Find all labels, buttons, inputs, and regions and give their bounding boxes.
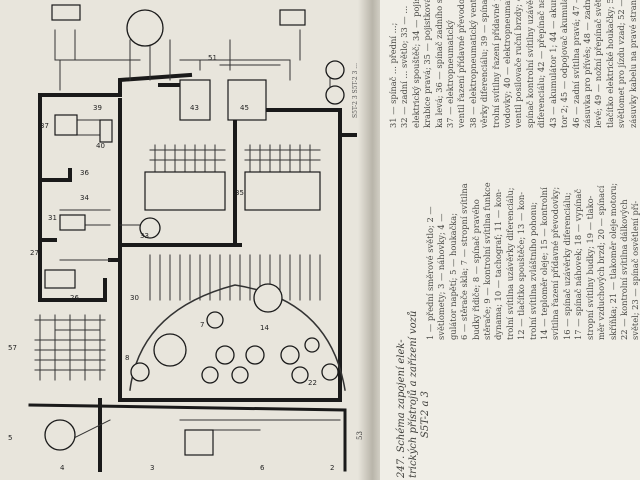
legend-line: elektrický spouštěč; 34 — pojistková — [410, 0, 421, 128]
legend-line: budky řidiče; 8 — spínač pravého — [470, 199, 481, 340]
svg-text:43: 43 — [190, 104, 199, 112]
svg-text:45: 45 — [240, 104, 249, 112]
legend-line: měr vzduchových brzd; 20 — spínací — [596, 185, 607, 340]
legend-line: 31 — spínač ... přední ...; — [388, 22, 398, 128]
svg-text:33: 33 — [140, 232, 149, 240]
right-page — [380, 0, 640, 480]
legend-line: trolní svítilna zvláštního pohonu; — [527, 201, 538, 340]
svg-text:36: 36 — [80, 169, 89, 177]
legend-line: 1 — přední směrové světlo; 2 — — [425, 206, 435, 340]
svg-text:4: 4 — [60, 464, 65, 472]
caption-line: 247. Schéma zapojení elek- — [396, 339, 407, 478]
legend-line: tlačítko elektrické houkačky; 51 — — [604, 0, 615, 128]
legend-line: dynama; 10 — tachograf; 11 — kon- — [493, 189, 504, 340]
svg-text:31: 31 — [48, 214, 57, 222]
legend-line: 37 — elektropneumatický — [445, 20, 456, 128]
fuse-box-left — [144, 171, 226, 211]
legend-line: stropní svítilny budky; 19 — tlako- — [584, 195, 595, 340]
dynamo — [126, 9, 164, 47]
svg-text:57: 57 — [8, 344, 17, 352]
legend-line: skříňka; 21 — tlakoměr oleje motoru; — [607, 182, 618, 340]
legend-line: světel; 23 — spínač osvětlení pří- — [630, 200, 640, 340]
legend-column-1: 1 — přední směrové světlo; 2 —světlomety… — [425, 180, 640, 340]
svg-text:27: 27 — [30, 249, 39, 257]
legend-line: 17 — spínač náhovek; 18 — vypínač — [573, 188, 584, 340]
legend-line: 32 — zadní ... světlo; 33 — ... — [399, 5, 410, 128]
svg-text:2: 2 — [330, 464, 334, 472]
svg-text:30: 30 — [130, 294, 139, 302]
svg-text:3: 3 — [150, 464, 154, 472]
svg-text:7: 7 — [200, 321, 204, 329]
legend-line: trolní svítilna uzávěrky diferenciálu; — [504, 187, 515, 340]
book-gutter — [358, 0, 382, 480]
svg-text:5: 5 — [8, 434, 12, 442]
main-harness — [38, 72, 357, 472]
legend-line: 14 — teploměr oleje; 15 — kontrolní — [539, 187, 550, 340]
legend-line: svítilna řazení přídavné převodovky; — [550, 186, 561, 340]
svg-text:14: 14 — [260, 324, 269, 332]
svg-text:39: 39 — [93, 104, 102, 112]
legend-line: ventil řazení přídavné převodovky; — [456, 0, 467, 128]
page-number: 53 — [356, 431, 364, 440]
svg-text:37: 37 — [40, 122, 49, 130]
legend-line: ventil posilovače ruční brzdy; 41 — — [513, 0, 524, 128]
legend-line: vodovky; 40 — elektropneumatický — [502, 0, 513, 128]
legend-line: zásuvka pro přívěs; 48 — zadní světlo — [581, 0, 592, 128]
legend-column-2: 31 — spínač ... přední ...;32 — zadní ..… — [388, 0, 640, 128]
legend-line: gulátor napětí; 5 — houkačka; — [447, 212, 458, 340]
svg-text:26: 26 — [70, 294, 79, 302]
svg-text:8: 8 — [125, 354, 129, 362]
svg-text:22: 22 — [308, 379, 317, 387]
legend-line: 12 — tlačítko spouštěče; 13 — kon- — [516, 191, 527, 340]
svg-text:51: 51 — [208, 54, 217, 62]
diagram-side-label: S5T-2 3 S5T-2 3 ... — [352, 63, 359, 118]
legend-line: 46 — zadní svítilna pravá; 47 — — [570, 0, 581, 128]
legend-line: věrky diferenciálu; 39 — spínač kon- — [479, 0, 490, 128]
legend-line: spínač kontrolní svítilny uzávěrky — [524, 0, 535, 128]
legend-line: trolní svítilny řazení přídavné pře- — [490, 0, 501, 128]
caption-line: trických přístrojů a zařízení vozů — [408, 310, 419, 478]
svg-text:34: 34 — [80, 194, 89, 202]
legend-line: 22 — kontrolní svítilna dálkových — [618, 199, 629, 340]
legend-line: světlomet pro jízdu vzad; 52 — spojky — [616, 0, 627, 128]
legend-line: diferenciálu; 42 — přepínač napětí; — [536, 0, 547, 128]
svg-text:35: 35 — [235, 189, 244, 197]
legend-line: 43 — akumulátor 1; 44 — akumulá- — [547, 0, 558, 128]
fuse-box-right — [244, 171, 321, 211]
svg-text:40: 40 — [96, 142, 105, 150]
legend-line: krabice pravá; 35 — pojistková skříň- — [422, 0, 433, 128]
legend-line: 16 — spínač uzávěrky diferenciálu; — [561, 192, 572, 340]
legend-line: levé; 49 — nožní přepínač světel; 50 — — [593, 0, 604, 128]
legend-line: světlomety; 3 — náhovky; 4 — — [436, 213, 447, 340]
legend-line: 38 — elektropneumatický ventil uzá- — [467, 0, 478, 128]
frame-line — [28, 403, 347, 472]
legend-line: 6 — stěrače skla; 7 — stropní svítilna — [459, 183, 470, 340]
legend-line: zásuvky kabelu na pravé straně — [627, 0, 638, 128]
legend-line: ka levá; 36 — spínač zadního světla; — [433, 0, 444, 128]
legend-line: stěrače; 9 — kontrolní svítilna funkce — [482, 182, 493, 340]
svg-text:6: 6 — [260, 464, 265, 472]
legend-line: tor 2; 45 — odpojovač akumulátorů; — [559, 0, 570, 128]
